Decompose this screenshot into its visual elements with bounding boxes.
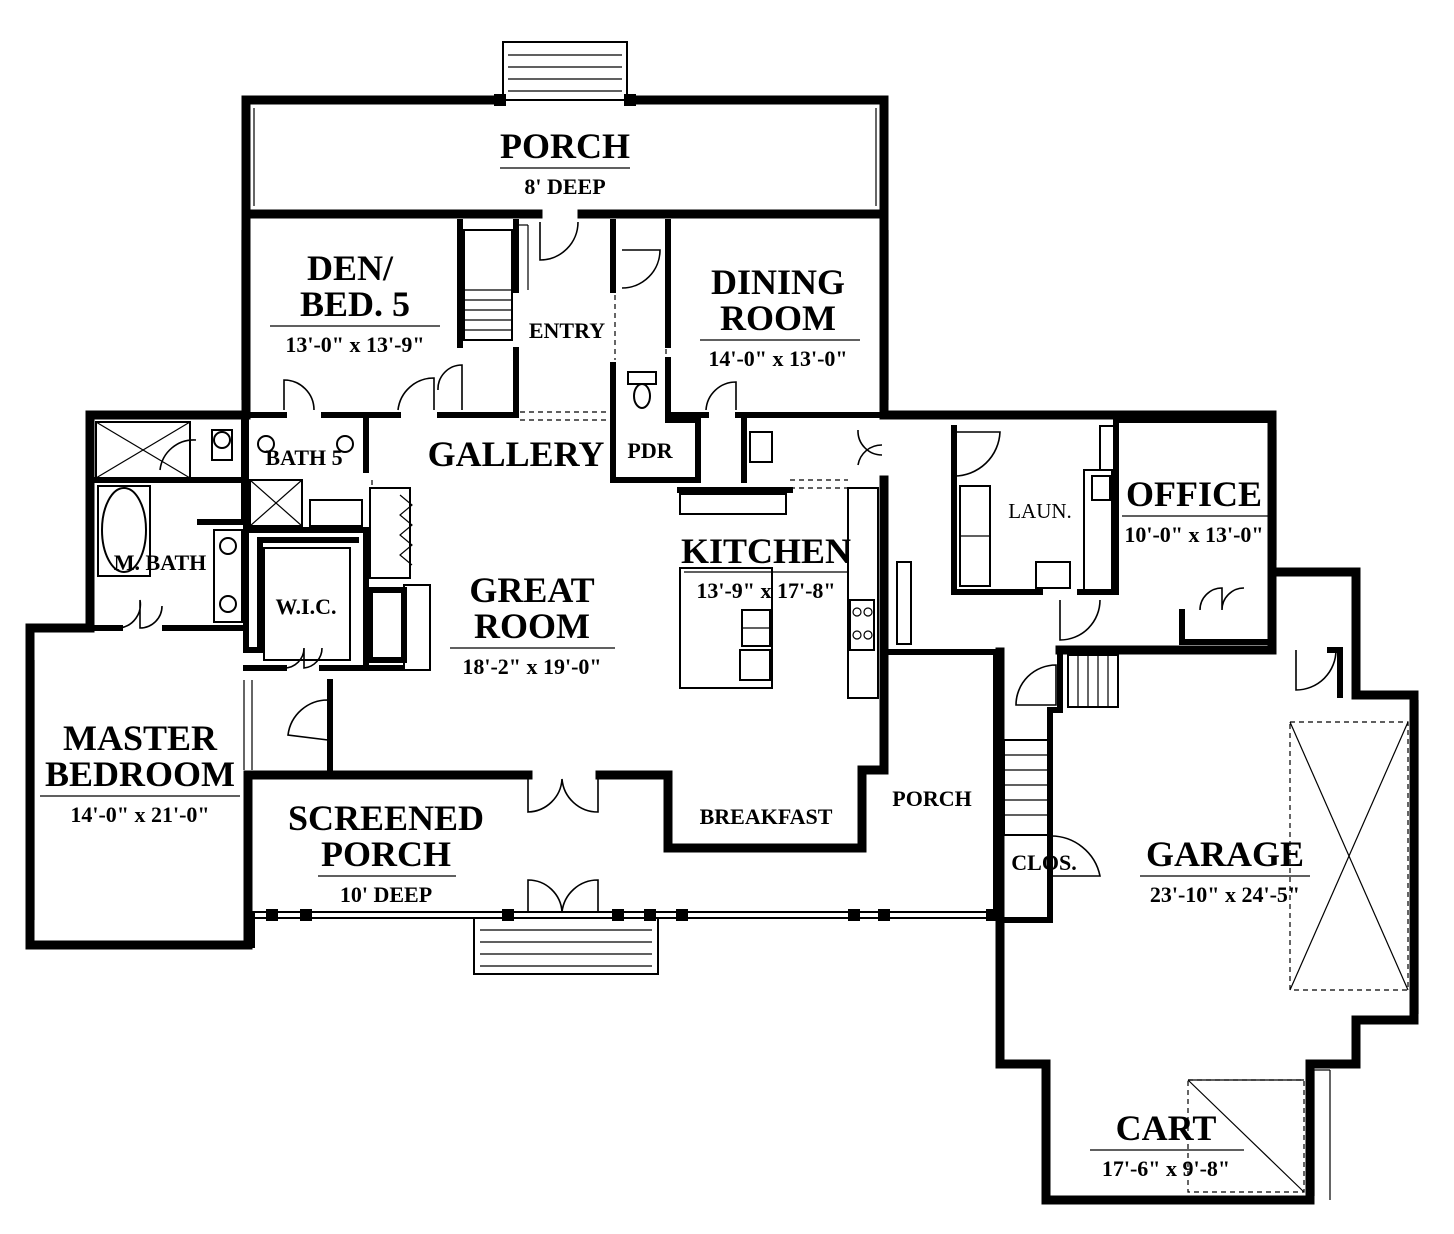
- side-porch-name: PORCH: [892, 786, 971, 811]
- closet-shelves: [369, 487, 413, 579]
- room-office: OFFICE 10'-0" x 13'-0": [1122, 474, 1268, 547]
- kitchen-name: KITCHEN: [681, 531, 851, 571]
- den-name-line2: BED. 5: [300, 284, 410, 324]
- room-pdr: PDR: [627, 438, 673, 463]
- room-kitchen: KITCHEN 13'-9" x 17'-8": [681, 531, 851, 603]
- closet-name: CLOS.: [1011, 850, 1076, 875]
- screened-porch-dim: 10' DEEP: [340, 882, 432, 907]
- room-gallery: GALLERY: [428, 434, 605, 474]
- room-wic: W.I.C.: [276, 594, 337, 619]
- wic-shelving: [263, 547, 351, 661]
- windows: [33, 230, 1419, 1200]
- room-front-porch: PORCH 8' DEEP: [500, 126, 630, 199]
- great-room-dim: 18'-2" x 19'-0": [462, 654, 601, 679]
- interior-walls: [87, 219, 887, 773]
- pdr-name: PDR: [627, 438, 673, 463]
- screened-porch-name-line1: SCREENED: [288, 798, 484, 838]
- dashed-lines: [371, 295, 1409, 1193]
- bath5-name: BATH 5: [265, 445, 342, 470]
- laundry-name: LAUN.: [1008, 499, 1072, 523]
- office-dim: 10'-0" x 13'-0": [1124, 522, 1263, 547]
- wic-name: W.I.C.: [276, 594, 337, 619]
- kitchen-dim: 13'-9" x 17'-8": [696, 578, 835, 603]
- main-house-walls: [25, 209, 1277, 1069]
- screened-porch-name-line2: PORCH: [321, 834, 451, 874]
- master-bedroom-dim: 14'-0" x 21'-0": [70, 802, 209, 827]
- room-side-porch: PORCH: [892, 786, 971, 811]
- pdr-fixtures: [627, 371, 773, 463]
- gallery-name: GALLERY: [428, 434, 605, 474]
- fireplace: [367, 584, 431, 671]
- bath5-fixtures: [249, 435, 363, 527]
- room-great-room: GREAT ROOM 18'-2" x 19'-0": [450, 570, 615, 679]
- entry-name: ENTRY: [529, 318, 605, 343]
- room-closet: CLOS.: [1011, 850, 1076, 875]
- front-porch-structure: [241, 94, 889, 219]
- room-laundry: LAUN.: [1008, 499, 1072, 523]
- great-room-name-line2: ROOM: [474, 606, 590, 646]
- front-porch-steps: [502, 41, 628, 101]
- office-name: OFFICE: [1126, 474, 1262, 514]
- room-master-bath: M. BATH: [114, 550, 206, 575]
- front-porch-name: PORCH: [500, 126, 630, 166]
- dining-name-line1: DINING: [711, 262, 845, 302]
- garage-stairs: [1067, 654, 1119, 708]
- kitchen-counter: [679, 487, 912, 699]
- room-entry: ENTRY: [529, 318, 605, 343]
- rear-porch-steps: [473, 917, 659, 975]
- room-breakfast: BREAKFAST: [700, 804, 833, 829]
- front-porch-dim: 8' DEEP: [524, 174, 605, 199]
- dining-dim: 14'-0" x 13'-0": [708, 346, 847, 371]
- den-dim: 13'-0" x 13'-9": [285, 332, 424, 357]
- cart-name: CART: [1116, 1108, 1217, 1148]
- porch-stairs-side: [1003, 739, 1051, 836]
- master-bath-fixtures: [95, 421, 243, 623]
- room-bath5: BATH 5: [265, 445, 342, 470]
- room-screened-porch: SCREENED PORCH 10' DEEP: [288, 798, 484, 907]
- den-name-line1: DEN/: [307, 248, 394, 288]
- great-room-name-line1: GREAT: [469, 570, 594, 610]
- doors: [119, 221, 1337, 913]
- breakfast-name: BREAKFAST: [700, 804, 833, 829]
- master-bedroom-name-line2: BEDROOM: [45, 754, 235, 794]
- master-bath-name: M. BATH: [114, 550, 206, 575]
- garage-dim: 23'-10" x 24'-5": [1150, 882, 1300, 907]
- room-den: DEN/ BED. 5 13'-0" x 13'-9": [270, 248, 440, 357]
- dining-name-line2: ROOM: [720, 298, 836, 338]
- cart-dim: 17'-6" x 9'-8": [1102, 1156, 1230, 1181]
- garage-name: GARAGE: [1146, 834, 1304, 874]
- room-master-bedroom: MASTER BEDROOM 14'-0" x 21'-0": [40, 718, 240, 827]
- laundry-fixtures: [959, 425, 1115, 591]
- room-dining: DINING ROOM 14'-0" x 13'-0": [700, 262, 860, 371]
- room-garage: GARAGE 23'-10" x 24'-5": [1140, 834, 1310, 907]
- stairs-main: [463, 224, 529, 341]
- room-cart: CART 17'-6" x 9'-8": [1090, 1108, 1244, 1181]
- master-bedroom-name-line1: MASTER: [63, 718, 218, 758]
- kitchen-island: [679, 567, 773, 689]
